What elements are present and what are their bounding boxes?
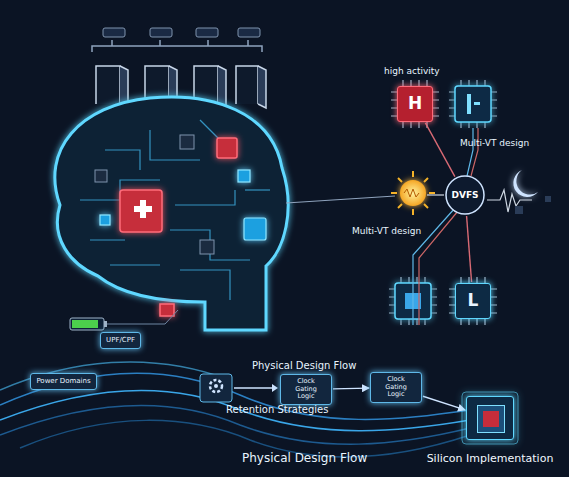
node-text: Clock Gating Logic	[376, 376, 416, 398]
caption-label: Multi-VT design	[352, 226, 421, 236]
circle-shape	[446, 176, 484, 214]
silicon-glow	[462, 392, 518, 444]
wires	[413, 128, 478, 325]
caption-label: Physical Design Flow	[242, 451, 367, 465]
node-text: H	[408, 94, 422, 114]
chip-i	[455, 86, 491, 122]
clock-gating-box: Clock Gating Logic	[370, 372, 422, 403]
brain	[55, 97, 288, 330]
silicon-chip: Silicon Implementation	[466, 396, 514, 440]
power-domains-box: Power Domains	[30, 373, 97, 390]
connector	[467, 216, 472, 282]
node-text: Silicon Implementation	[427, 453, 554, 466]
node-text: Power Domains	[36, 377, 90, 385]
caption-label: Multi-VT design	[460, 138, 529, 148]
sun	[286, 171, 444, 215]
chip-h: H	[397, 86, 433, 122]
chip-die	[483, 411, 499, 427]
chip-core	[477, 405, 505, 433]
node-text: L	[468, 291, 479, 311]
gear-icon	[200, 374, 278, 402]
moon	[487, 170, 551, 214]
connector	[425, 123, 455, 177]
dvfs-circle: DVFS	[445, 175, 485, 215]
upf-box: UPF/CPF	[100, 332, 141, 349]
node-text: Clock Gating Logic	[286, 378, 326, 400]
caption-label: Physical Design Flow	[252, 360, 356, 371]
caption-label: high activity	[384, 66, 440, 76]
node-text: DVFS	[451, 190, 478, 200]
node-text: UPF/CPF	[106, 336, 135, 344]
connector	[423, 396, 465, 410]
chip-pins	[389, 80, 497, 325]
connector	[333, 387, 369, 389]
flow-band	[0, 362, 470, 457]
caption-label: Retention Strategies	[226, 404, 328, 415]
battery	[70, 310, 178, 330]
clock-gating-box: Clock Gating Logic	[280, 374, 332, 405]
chip-l: L	[455, 283, 491, 319]
